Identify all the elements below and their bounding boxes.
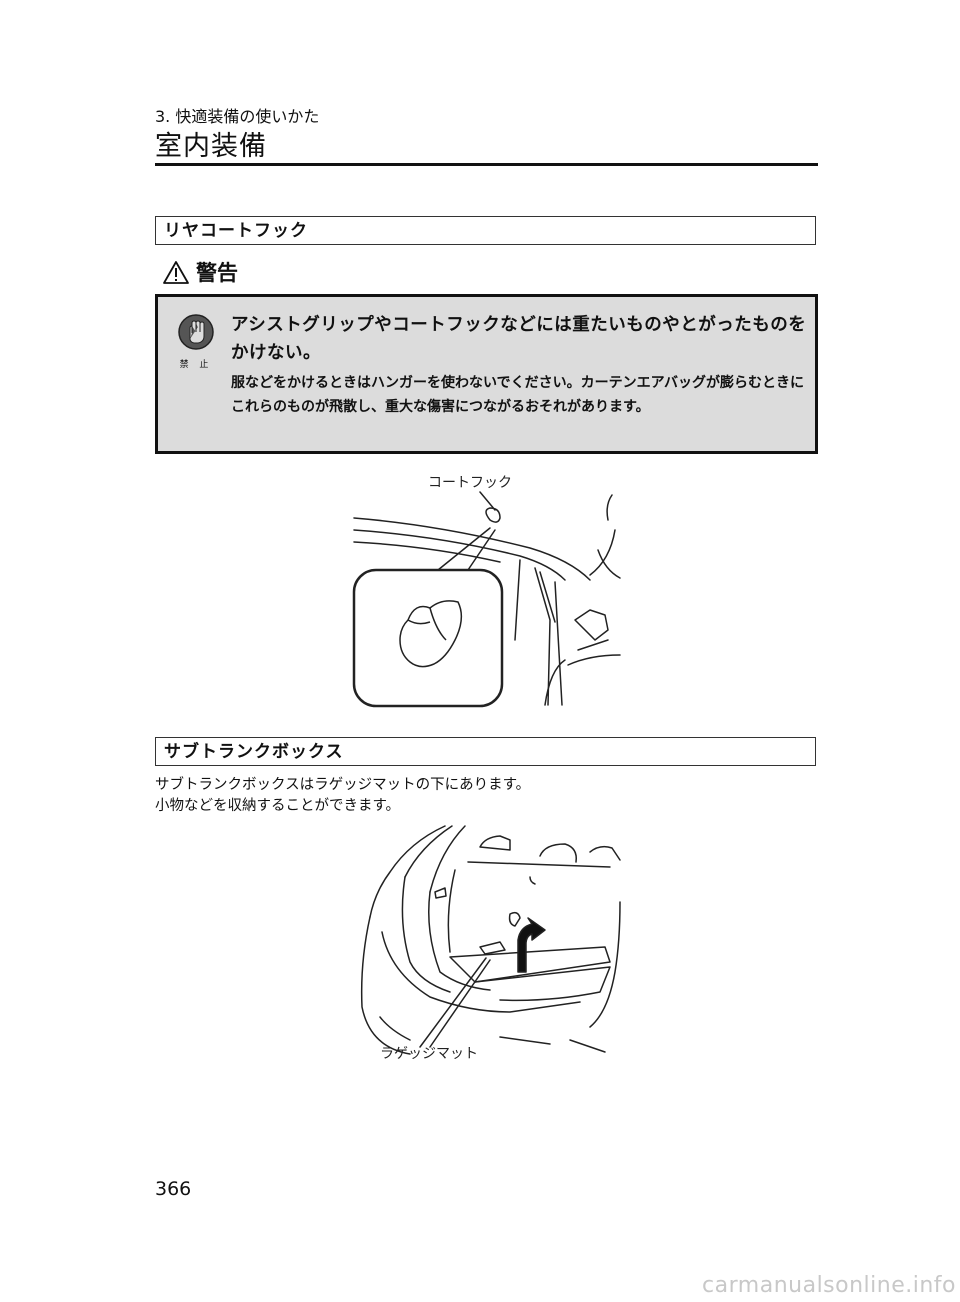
luggage-mat-label: ラゲッジマット <box>380 1046 478 1062</box>
warning-box: 禁 止 アシストグリップやコートフックなどには重たいものやとがったものをかけない… <box>155 294 818 454</box>
warning-main-text: アシストグリップやコートフックなどには重たいものやとがったものをかけない。 <box>231 315 807 363</box>
watermark: carmanualsonline.info <box>702 1273 956 1298</box>
sub-trunk-body-line2: 小物などを収納することができます。 <box>155 798 401 814</box>
section-heading-rear-coat-hook: リヤコートフック <box>155 216 816 245</box>
chapter-heading: 3. 快適装備の使いかた <box>155 107 320 126</box>
no-touch-hand-icon <box>178 314 214 350</box>
coat-hook-label: コートフック <box>428 475 512 491</box>
prohibit-mark: 禁 止 <box>176 313 216 370</box>
sub-trunk-body-line1: サブトランクボックスはラゲッジマットの下にあります。 <box>155 777 531 793</box>
page-title: 室内装備 <box>155 131 267 162</box>
page-number: 366 <box>155 1178 192 1200</box>
warning-sub-text: 服などをかけるときはハンガーを使わないでください。カーテンエアバッグが膨らむとき… <box>231 375 805 415</box>
section-heading-sub-trunk-box: サブトランクボックス <box>155 737 816 766</box>
coat-hook-illustration <box>352 491 621 708</box>
warning-title: 警告 <box>196 261 238 285</box>
warning-header: 警告 <box>162 257 238 287</box>
title-rule <box>155 163 818 166</box>
sub-trunk-illustration <box>360 825 621 1055</box>
prohibit-label: 禁 止 <box>179 360 213 370</box>
warning-triangle-icon <box>163 260 189 284</box>
